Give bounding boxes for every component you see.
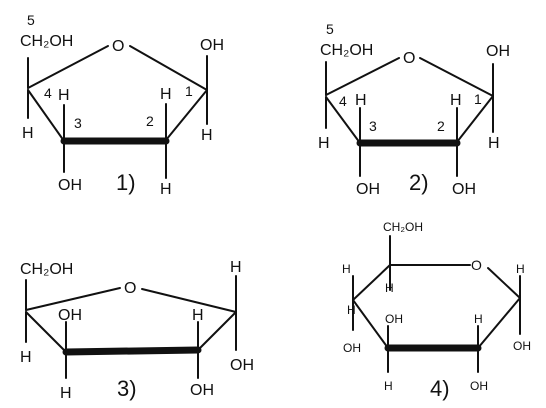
s1-c2-h-down: H bbox=[160, 181, 172, 198]
s4-bond-c1-c2 bbox=[477, 297, 521, 349]
s2-c2-oh-label: OH bbox=[452, 181, 476, 198]
s3-ch2oh-label: CH₂OH bbox=[20, 261, 73, 278]
s3-bond-c4-c3 bbox=[25, 311, 67, 353]
s2-c1-number: 1 bbox=[474, 91, 482, 107]
s1-c5-number: 5 bbox=[27, 12, 35, 28]
s4-c5-h-down: H bbox=[385, 281, 394, 295]
s2-c1-oh-label: OH bbox=[486, 43, 510, 60]
structure-2: 5 CH₂OH O OH 4 H H 3 OH 2 H OH 1 H 2) bbox=[318, 21, 510, 198]
s2-c3-number: 3 bbox=[369, 118, 377, 134]
s4-c4-oh-label: OH bbox=[343, 341, 361, 355]
s1-ring-oxygen: O bbox=[112, 38, 124, 55]
s4-bond-o-c1 bbox=[487, 267, 521, 299]
structure-4: CH₂OH O H OH H H H OH OH H H OH 4) bbox=[342, 220, 531, 401]
s3-ring-oxygen: O bbox=[124, 280, 136, 297]
s3-c3-oh-label: OH bbox=[58, 307, 82, 324]
s4-c3-h-down: H bbox=[384, 379, 393, 393]
s1-c2-h-up: H bbox=[160, 86, 172, 103]
s1-c2-number: 2 bbox=[146, 113, 154, 129]
s3-bond-c3-c2 bbox=[62, 346, 202, 356]
s3-bond-c1-c2 bbox=[197, 311, 237, 351]
s2-c1-h: H bbox=[488, 135, 500, 152]
s4-bond-c4-c3 bbox=[352, 299, 389, 349]
s4-c1-oh-label: OH bbox=[513, 339, 531, 353]
s3-c3-h-down: H bbox=[60, 385, 72, 402]
s3-c1-oh-label: OH bbox=[230, 357, 254, 374]
s1-c3-number: 3 bbox=[74, 115, 82, 131]
s4-c4-h-left: H bbox=[342, 262, 351, 276]
s2-c4-h-down: H bbox=[318, 135, 330, 152]
s4-caption: 4) bbox=[430, 376, 450, 401]
s3-c2-oh-label: OH bbox=[190, 382, 214, 399]
s4-ring-oxygen: O bbox=[471, 257, 482, 273]
s2-ring-oxygen: O bbox=[403, 50, 415, 67]
s2-bond-o-c1 bbox=[419, 57, 494, 97]
s2-ch2oh-label: CH₂OH bbox=[320, 42, 373, 59]
s1-bond-c4-c3 bbox=[27, 89, 65, 142]
s3-bond-c4-o bbox=[25, 287, 121, 311]
s3-caption: 3) bbox=[117, 376, 137, 401]
s1-c4-h-up: H bbox=[58, 87, 70, 104]
s1-c3-oh-label: OH bbox=[58, 177, 82, 194]
s4-c4-h: H bbox=[347, 303, 356, 317]
s1-ch2oh-label: CH₂OH bbox=[20, 33, 73, 50]
s4-ch2oh-label: CH₂OH bbox=[383, 220, 423, 234]
s3-c4-h: H bbox=[20, 349, 32, 366]
s1-bond-o-c1 bbox=[129, 45, 208, 91]
s2-c2-number: 2 bbox=[437, 118, 445, 134]
structure-1: 5 CH₂OH O OH 4 H H 3 OH 2 H H 1 H 1) bbox=[20, 12, 224, 198]
s1-c1-h: H bbox=[201, 127, 213, 144]
s2-bond-c4-c3 bbox=[325, 96, 361, 144]
s2-caption: 2) bbox=[409, 170, 429, 195]
s4-c1-h-up: H bbox=[516, 262, 525, 276]
s4-c3-oh-label: OH bbox=[385, 312, 403, 326]
s2-c2-h-up: H bbox=[450, 92, 462, 109]
s3-c1-h-up: H bbox=[230, 259, 242, 276]
s2-c4-h-up: H bbox=[355, 92, 367, 109]
structure-3: CH₂OH O H H OH H H OH OH 3) bbox=[20, 259, 254, 402]
s3-bond-o-c1 bbox=[141, 288, 237, 313]
s4-bond-c5-c4top bbox=[352, 264, 391, 301]
s2-bond-c1-c2 bbox=[456, 95, 494, 143]
s2-c3-oh-label: OH bbox=[356, 181, 380, 198]
s2-c4-number: 4 bbox=[339, 93, 347, 109]
s1-c4-h-down: H bbox=[22, 125, 34, 142]
s1-c1-number: 1 bbox=[185, 83, 193, 99]
s1-caption: 1) bbox=[116, 170, 136, 195]
s2-c5-number: 5 bbox=[326, 21, 334, 37]
s1-c4-number: 4 bbox=[44, 85, 52, 101]
s4-c2-oh-label: OH bbox=[470, 379, 488, 393]
s4-c2-h-up: H bbox=[474, 312, 483, 326]
s1-c1-oh-label: OH bbox=[200, 37, 224, 54]
s1-bond-c1-c2 bbox=[165, 89, 208, 141]
s1-bond-c4-o bbox=[27, 45, 109, 89]
s3-c2-h-up: H bbox=[192, 307, 204, 324]
s2-bond-c4-o bbox=[325, 57, 400, 96]
